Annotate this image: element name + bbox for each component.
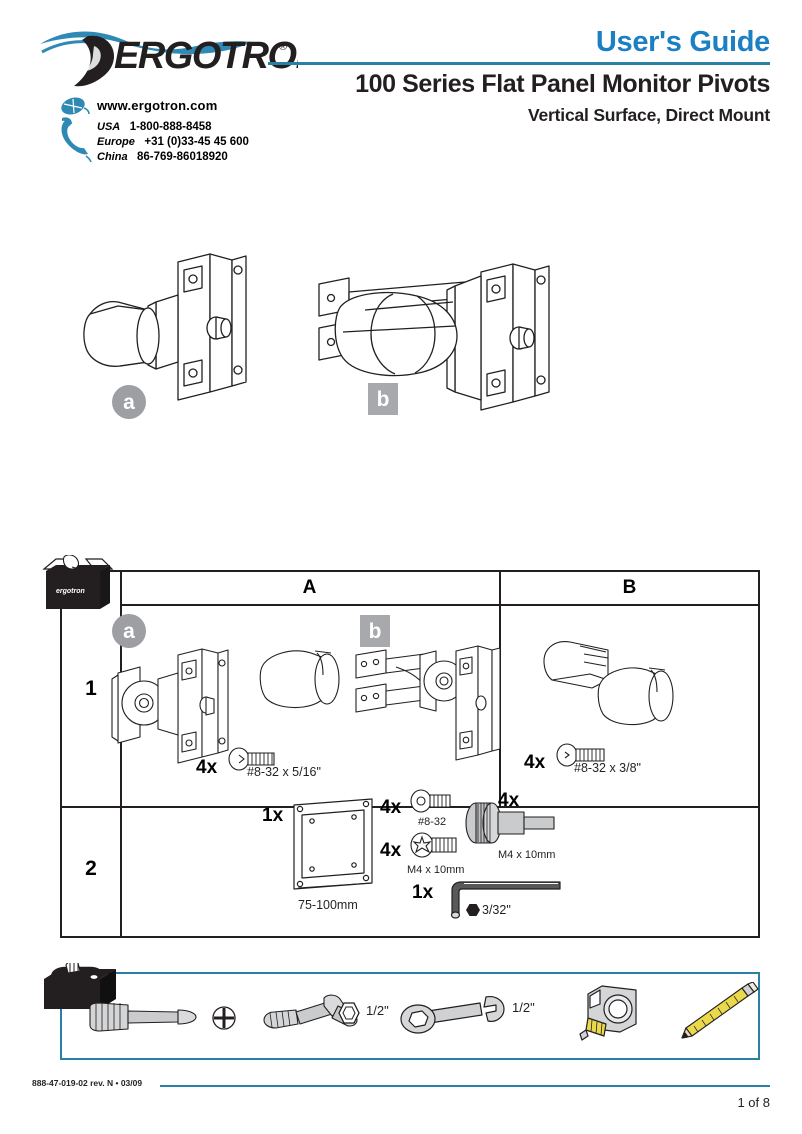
part-label-m4-screw: M4 x 10mm	[407, 864, 465, 876]
part-qty-a1: 4x	[196, 757, 218, 778]
table-row-number-2: 2	[85, 857, 97, 880]
part-qty-socket-screw: 4x	[380, 797, 402, 818]
table-hline-rows	[62, 806, 758, 808]
part-label-a1: #8-32 x 5/16"	[247, 765, 321, 779]
part-label-hex-key: 3/32"	[482, 903, 511, 917]
parts-badge-b: b	[360, 615, 390, 647]
socket-icon	[338, 1002, 360, 1024]
open-shipping-box-icon: ergotron	[42, 554, 114, 617]
contact-usa-number: 1-800-888-8458	[129, 121, 212, 133]
hex-key-icon	[444, 878, 564, 920]
phillips-bit-icon	[210, 1004, 238, 1032]
page-title: 100 Series Flat Panel Monitor Pivots	[355, 70, 770, 98]
parts-badge-a-label: a	[123, 619, 135, 643]
required-tools-box	[60, 972, 760, 1060]
website-text: www.ergotron.com	[97, 98, 218, 113]
document-type-heading: User's Guide	[595, 26, 770, 58]
hero-badge-a: a	[112, 385, 146, 419]
pencil-icon	[664, 981, 760, 1044]
svg-text:®: ®	[279, 41, 287, 53]
contact-europe-region: Europe	[97, 136, 135, 148]
wrench-size-label: 1/2"	[512, 1000, 535, 1015]
nut-driver-size-label: 1/2"	[366, 1003, 389, 1018]
part-qty-thumbscrew: 4x	[498, 790, 520, 811]
part-qty-hex-key: 1x	[412, 882, 434, 903]
page-subtitle: Vertical Surface, Direct Mount	[528, 105, 770, 125]
table-hline-header	[120, 604, 758, 606]
contact-europe-number: +31 (0)33-45 45 600	[144, 136, 249, 148]
part-pivot-cover-a-icon	[255, 645, 355, 715]
table-row-number-1: 1	[85, 677, 97, 700]
part-label-b1: #8-32 x 3/8"	[574, 761, 641, 775]
part-qty-m4-screw: 4x	[380, 840, 402, 861]
vesa-plate-icon	[288, 795, 378, 895]
part-qty-b1: 4x	[524, 752, 546, 773]
hero-illustration-a	[60, 240, 300, 430]
footer-divider	[160, 1085, 770, 1087]
hero-badge-b-label: b	[376, 387, 390, 411]
pan-head-screw-icon	[228, 746, 280, 772]
socket-head-screw-icon	[410, 789, 456, 815]
parts-badge-a: a	[112, 614, 146, 648]
part-label-socket-screw: #8-32	[418, 816, 447, 828]
ergotron-logo-block: ERGOTRON ®	[38, 22, 298, 172]
part-qty-vesa: 1x	[262, 805, 284, 826]
hero-illustration-b	[305, 240, 570, 435]
mouse-icon	[60, 95, 90, 117]
table-column-header-b: B	[622, 577, 637, 598]
hero-badge-a-label: a	[123, 390, 135, 414]
part-label-vesa: 75-100mm	[298, 898, 358, 912]
contact-china-region: China	[97, 151, 128, 163]
contact-china-number: 86-769-86018920	[137, 151, 228, 163]
contact-usa-region: USA	[97, 121, 121, 133]
header-divider	[268, 62, 770, 65]
contact-china: China 86-769-86018920	[97, 147, 228, 165]
toolbox-icon	[40, 960, 122, 1025]
flat-head-screw-icon	[556, 742, 610, 768]
part-pivot-assembly-a-icon	[110, 645, 240, 770]
hex-shape-icon	[466, 903, 480, 917]
document-code: 888-47-019-02 rev. N • 03/09	[32, 1078, 143, 1088]
part-label-thumbscrew: M4 x 10mm	[498, 849, 556, 861]
tape-measure-icon	[574, 984, 660, 1042]
contact-europe: Europe +31 (0)33-45 45 600	[97, 132, 249, 150]
thumbscrew-icon	[462, 800, 572, 846]
phillips-screwdriver-icon	[86, 995, 206, 1035]
part-pivot-cover-b-icon	[595, 660, 685, 730]
combination-wrench-icon	[400, 995, 510, 1037]
contact-usa: USA 1-800-888-8458	[97, 117, 212, 135]
part-pivot-assembly-b-icon	[352, 645, 502, 770]
hero-badge-b: b	[368, 383, 398, 415]
table-column-header-a: A	[302, 577, 317, 598]
page-number: 1 of 8	[737, 1095, 770, 1110]
svg-text:ergotron: ergotron	[56, 588, 85, 595]
svg-text:ERGOTRON: ERGOTRON	[114, 35, 298, 77]
ergotron-logo-icon: ERGOTRON ®	[40, 31, 298, 87]
phone-icon	[58, 116, 92, 164]
parts-badge-b-label: b	[368, 619, 382, 643]
table-vline-rownum	[120, 572, 122, 936]
phillips-screw-icon	[410, 832, 462, 860]
